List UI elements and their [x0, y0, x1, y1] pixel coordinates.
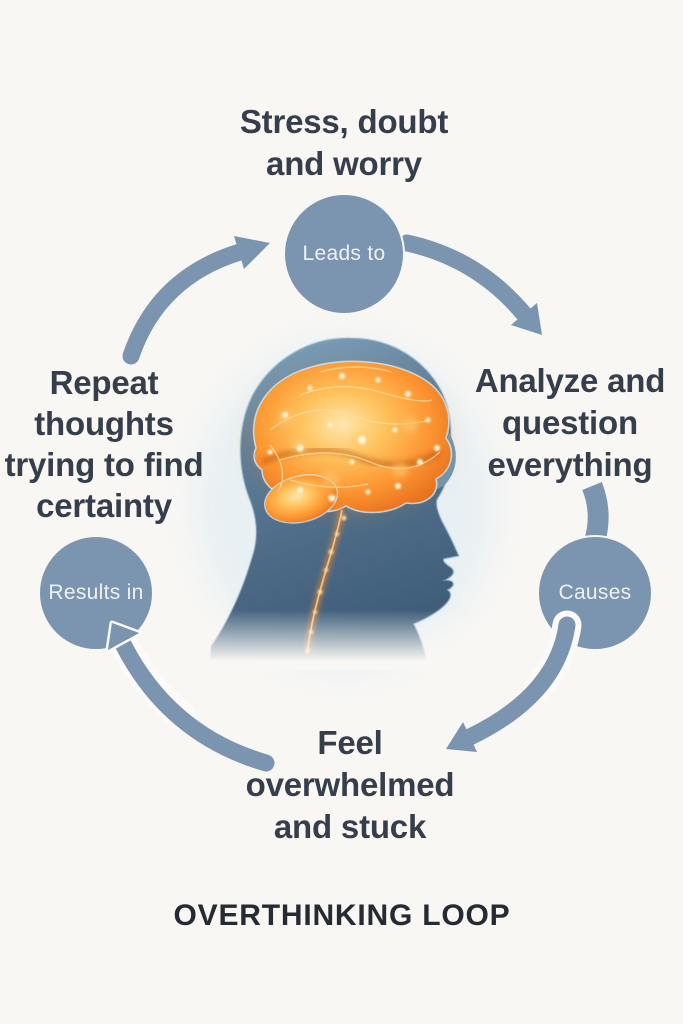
- page-title: OVERTHINKING LOOP: [173, 899, 511, 932]
- loop-arrows-overlay: [105, 610, 582, 772]
- neural-glow-dots: [267, 373, 440, 502]
- head-illustration: [195, 336, 495, 670]
- cerebellum: [263, 474, 339, 524]
- arrow-repeat-to-leadsto: [122, 236, 270, 365]
- arrow-overwhelmed-to-resultsin: [105, 620, 275, 772]
- stage-label-analyze: Analyze and question everything: [474, 362, 666, 483]
- stage-label-overwhelmed: Feel overwhelmed and stuck: [245, 724, 455, 845]
- circle-leads-to: [283, 193, 405, 315]
- arrow-leadsto-to-analyze: [398, 234, 542, 335]
- stage-label-repeat: Repeat thoughts trying to find certainty: [4, 364, 204, 524]
- connector-analyze-to-causes: [582, 482, 609, 543]
- head-bottom-fade: [195, 610, 495, 670]
- arrow-causes-to-overwhelmed: [446, 610, 582, 752]
- circle-results-in: [38, 535, 154, 651]
- stage-label-stress: Stress, doubt and worry: [239, 103, 449, 182]
